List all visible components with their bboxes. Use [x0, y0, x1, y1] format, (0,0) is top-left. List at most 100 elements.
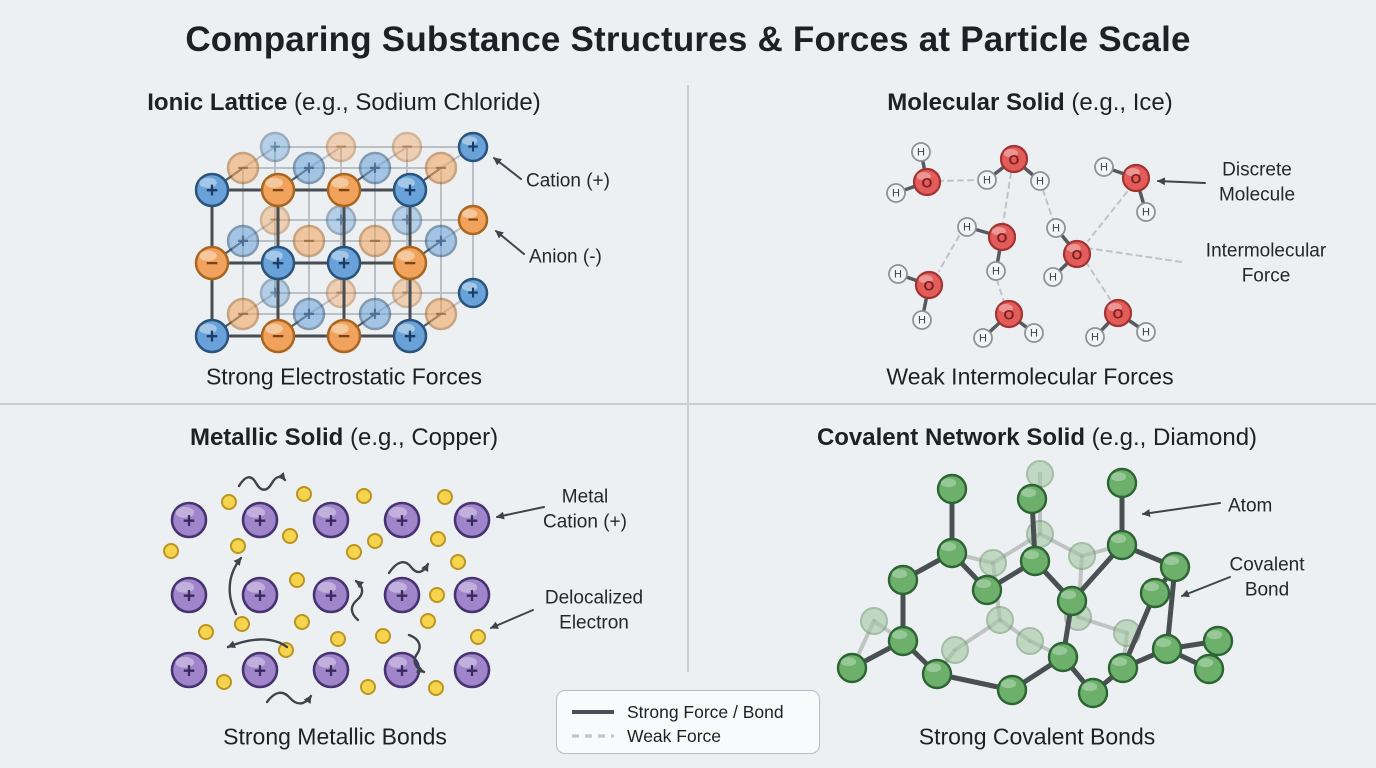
hydrogen-atom: H: [973, 328, 993, 348]
carbon-atom: [887, 564, 919, 596]
svg-text:+: +: [237, 231, 249, 253]
molecular-caption: Weak Intermolecular Forces: [886, 363, 1174, 390]
hydrogen-atom: H: [977, 170, 997, 190]
anion-ion: −: [260, 172, 296, 208]
electron: [198, 624, 214, 640]
anion-ion: −: [292, 224, 326, 258]
oxygen-atom: O: [999, 144, 1029, 174]
carbon-atom: [1019, 545, 1051, 577]
electron: [330, 631, 346, 647]
metallic-header-rest: (e.g., Copper): [343, 424, 499, 451]
metallic-header: Metallic Solid (e.g., Copper): [190, 424, 498, 452]
electron: [428, 680, 444, 696]
covalent-caption: Strong Covalent Bonds: [918, 723, 1156, 750]
hydrogen-atom: H: [886, 183, 906, 203]
electron-motion-arrows: [226, 472, 430, 705]
atom-label: Atom: [1228, 495, 1273, 517]
electron: [375, 628, 391, 644]
svg-text:−: −: [335, 137, 346, 158]
svg-text:−: −: [206, 252, 218, 275]
electron: [216, 674, 232, 690]
electron: [230, 538, 246, 554]
cation-ion: +: [194, 318, 230, 354]
svg-text:+: +: [396, 660, 408, 683]
anion-ion: −: [194, 245, 230, 281]
electron: [296, 486, 312, 502]
hydrogen-atom: H: [888, 264, 908, 284]
cation-ion: +: [325, 204, 357, 236]
svg-text:H: H: [1091, 332, 1099, 344]
anion-ion: −: [358, 224, 392, 258]
cation-ion: +: [391, 204, 423, 236]
hydrogen-atom: H: [1043, 267, 1063, 287]
metallic-caption: Strong Metallic Bonds: [223, 723, 447, 750]
anion-ion: −: [226, 297, 260, 331]
carbon-atom-faded: [1068, 542, 1096, 570]
svg-text:−: −: [237, 158, 249, 180]
svg-text:−: −: [435, 304, 447, 326]
carbon-atom: [1077, 677, 1109, 709]
anion-ion: −: [325, 277, 357, 309]
carbon-atom: [887, 625, 919, 657]
carbon-atom: [1047, 641, 1079, 673]
ionic-caption: Strong Electrostatic Forces: [205, 363, 483, 390]
svg-text:+: +: [254, 660, 266, 683]
anion-ion: −: [326, 172, 362, 208]
covalent-header: Covalent Network Solid (e.g., Diamond): [817, 424, 1257, 452]
svg-text:O: O: [1131, 171, 1142, 187]
svg-text:+: +: [404, 179, 416, 202]
ionic-header-rest: (e.g., Sodium Chloride): [287, 89, 541, 116]
legend-weak-row: Weak Force: [571, 724, 805, 748]
hydrogen-atom: H: [1136, 322, 1156, 342]
svg-text:H: H: [983, 175, 991, 187]
svg-text:+: +: [269, 283, 280, 304]
carbon-atom: [836, 652, 868, 684]
metal-cation: +: [383, 651, 421, 689]
oxygen-atom: O: [1062, 239, 1092, 269]
metal-cation: +: [383, 501, 421, 539]
svg-text:+: +: [206, 325, 218, 348]
svg-text:H: H: [992, 266, 1000, 278]
ionic-header-bold: Ionic Lattice: [147, 89, 288, 116]
svg-text:−: −: [335, 283, 346, 304]
metallic-header-bold: Metallic Solid: [189, 424, 344, 451]
page-title: Comparing Substance Structures & Forces …: [185, 20, 1191, 59]
svg-text:+: +: [206, 179, 218, 202]
electron: [420, 613, 436, 629]
metal-cation: +: [453, 576, 491, 614]
oxygen-atom: O: [994, 299, 1024, 329]
molecular-header-rest: (e.g., Ice): [1064, 89, 1173, 116]
svg-text:O: O: [924, 278, 935, 294]
hydrogen-atom: H: [1024, 323, 1044, 343]
legend-box: Strong Force / Bond Weak Force: [556, 690, 820, 754]
svg-text:+: +: [338, 252, 350, 275]
carbon-atom-faded: [979, 549, 1007, 577]
cation-ion: +: [226, 224, 260, 258]
svg-text:H: H: [1142, 207, 1150, 219]
svg-text:+: +: [467, 137, 478, 158]
svg-text:−: −: [303, 231, 315, 253]
carbon-atom: [1193, 653, 1225, 685]
molecular-header-bold: Molecular Solid: [887, 89, 1065, 116]
svg-text:H: H: [979, 333, 987, 345]
cation-ion: +: [194, 172, 230, 208]
svg-text:−: −: [401, 137, 412, 158]
horizontal-divider: [0, 403, 1376, 405]
cation-ion: +: [260, 245, 296, 281]
svg-text:+: +: [404, 325, 416, 348]
cation-ion: +: [358, 151, 392, 185]
anion-label: Anion (-): [529, 246, 602, 268]
svg-text:+: +: [369, 304, 381, 326]
svg-text:−: −: [338, 179, 350, 202]
covalent-header-rest: (e.g., Diamond): [1084, 424, 1258, 451]
electron: [282, 528, 298, 544]
carbon-atom: [1107, 652, 1139, 684]
svg-text:O: O: [1004, 307, 1015, 323]
molecular-header: Molecular Solid (e.g., Ice): [887, 89, 1172, 117]
svg-text:−: −: [272, 179, 284, 202]
water-molecule: HHO: [957, 217, 1017, 281]
